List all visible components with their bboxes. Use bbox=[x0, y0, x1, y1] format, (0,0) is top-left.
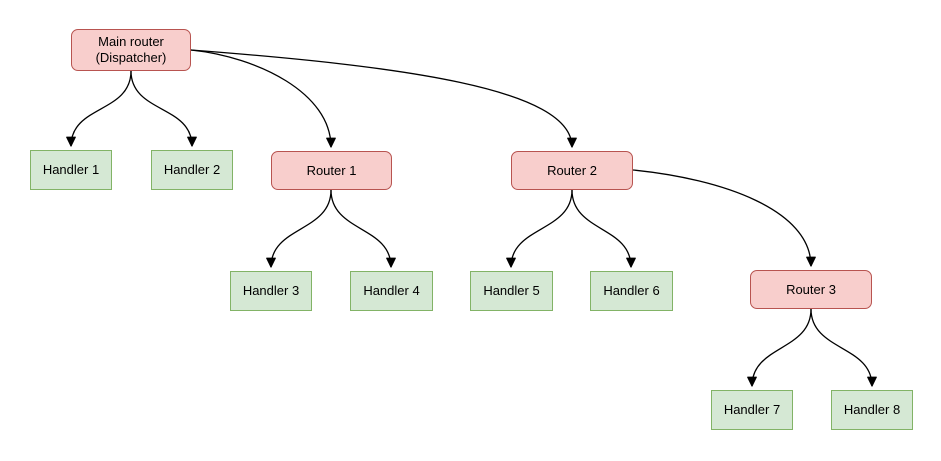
node-handler-5[interactable]: Handler 5 bbox=[470, 271, 553, 311]
edge-router1-to-handler4 bbox=[330, 189, 396, 268]
node-label: Handler 2 bbox=[163, 162, 221, 177]
node-main-router[interactable]: Main router (Dispatcher) bbox=[71, 29, 191, 71]
node-label: Router 1 bbox=[306, 162, 357, 178]
node-router-3[interactable]: Router 3 bbox=[750, 270, 872, 309]
node-label: Handler 6 bbox=[603, 283, 660, 298]
node-label: Handler 7 bbox=[723, 402, 781, 417]
node-handler-4[interactable]: Handler 4 bbox=[350, 271, 433, 311]
node-handler-7[interactable]: Handler 7 bbox=[711, 390, 793, 430]
edge-main-to-router1 bbox=[190, 49, 336, 148]
node-label: Main router bbox=[98, 34, 164, 49]
node-handler-8[interactable]: Handler 8 bbox=[831, 390, 913, 430]
node-label: Handler 1 bbox=[42, 162, 100, 177]
edge-router3-to-handler8 bbox=[810, 308, 877, 387]
edge-router2-to-handler6 bbox=[571, 189, 636, 268]
node-handler-3[interactable]: Handler 3 bbox=[230, 271, 312, 311]
node-router-1[interactable]: Router 1 bbox=[271, 151, 392, 190]
node-label: Router 2 bbox=[547, 162, 597, 178]
node-label: Handler 5 bbox=[483, 283, 540, 298]
edge-router2-to-handler5 bbox=[506, 189, 573, 268]
edge-main-to-router2 bbox=[190, 49, 577, 148]
node-router-2[interactable]: Router 2 bbox=[511, 151, 633, 190]
edge-router1-to-handler3 bbox=[266, 189, 332, 268]
node-handler-6[interactable]: Handler 6 bbox=[590, 271, 673, 311]
edge-main-to-handler1 bbox=[66, 70, 132, 147]
node-label: Router 3 bbox=[786, 281, 836, 297]
edge-router2-to-router3 bbox=[632, 169, 816, 267]
edge-router3-to-handler7 bbox=[747, 308, 812, 387]
node-label: Handler 8 bbox=[843, 402, 901, 417]
node-handler-1[interactable]: Handler 1 bbox=[30, 150, 112, 190]
node-sublabel: (Dispatcher) bbox=[95, 50, 167, 65]
node-label: Handler 4 bbox=[363, 283, 420, 298]
node-handler-2[interactable]: Handler 2 bbox=[151, 150, 233, 190]
node-label: Handler 3 bbox=[242, 283, 300, 298]
edge-main-to-handler2 bbox=[130, 70, 197, 147]
